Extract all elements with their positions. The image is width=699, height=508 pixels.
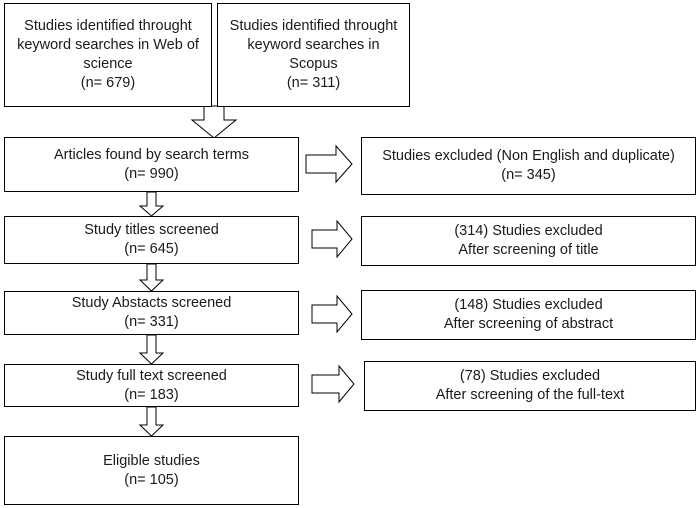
exclusion-line1: Studies excluded (Non English and duplic… [382,148,675,164]
exclusion-line1: (314) Studies excluded [454,223,603,239]
stage-count: (n= 331) [124,314,179,330]
source-label: Studies identified throught keyword sear… [17,18,199,72]
right-arrow-3 [311,294,353,334]
exclusion-box-full-text: (78) Studies excluded After screening of… [364,361,696,411]
exclusion-line1: (148) Studies excluded [454,297,603,313]
stage-count: (n= 990) [124,165,179,182]
source-count: (n= 311) [286,75,341,91]
stage-box-full-text-screened: Study full text screened (n= 183) [4,364,299,407]
stage-label: Study Abstacts screened [71,295,232,311]
down-arrow-merge [190,105,238,139]
stage-label: Study titles screened [84,222,219,238]
exclusion-line2: After screening of the full-text [435,387,625,403]
right-arrow-1 [305,144,353,184]
source-box-web-of-science: Studies identified throught keyword sear… [4,3,212,107]
source-box-scopus: Studies identified throught keyword sear… [217,3,410,107]
stage-label: Study full text screened [76,367,227,384]
stage-box-titles-screened: Study titles screened (n= 645) [4,216,299,264]
source-count: (n= 679) [80,75,136,91]
exclusion-box-abstract: (148) Studies excluded After screening o… [361,290,696,340]
exclusion-line2: After screening of title [458,242,599,258]
stage-label: Eligible studies [103,452,200,469]
down-arrow-2 [138,263,165,292]
stage-count: (n= 183) [124,386,179,403]
exclusion-box-title: (314) Studies excluded After screening o… [361,216,696,266]
down-arrow-1 [138,191,165,217]
exclusion-line2: After screening of abstract [443,316,614,332]
down-arrow-4 [138,406,165,437]
right-arrow-4 [311,364,355,404]
exclusion-box-non-english: Studies excluded (Non English and duplic… [361,137,696,195]
down-arrow-3 [138,334,165,365]
exclusion-line1: (78) Studies excluded [459,368,601,384]
stage-box-eligible-studies: Eligible studies (n= 105) [4,436,299,505]
stage-label: Articles found by search terms [53,146,250,163]
stage-box-articles-found: Articles found by search terms (n= 990) [4,137,299,192]
stage-box-abstracts-screened: Study Abstacts screened (n= 331) [4,291,299,335]
stage-count: (n= 645) [124,241,179,257]
right-arrow-2 [311,219,353,259]
source-label: Studies identified throught keyword sear… [229,18,398,72]
exclusion-line2: (n= 345) [501,167,556,183]
stage-count: (n= 105) [124,471,179,488]
